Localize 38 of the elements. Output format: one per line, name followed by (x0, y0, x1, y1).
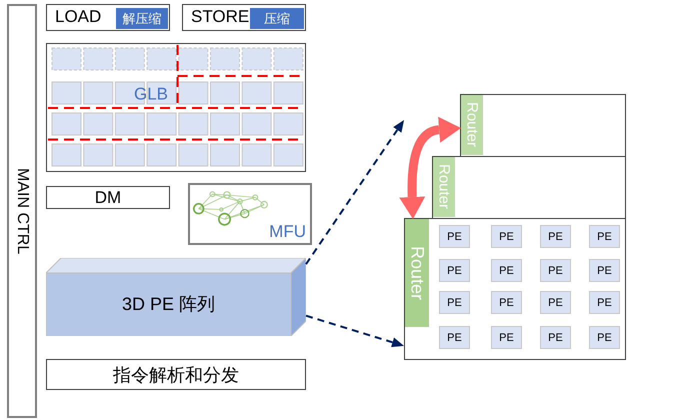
unit-box (46, 4, 170, 31)
block-label: 3D PE 阵列 (122, 294, 216, 314)
codec-badge: 压缩 (250, 8, 304, 29)
thick-double-arrow (399, 116, 461, 219)
pe-tile: PE (439, 259, 470, 282)
pe-tile: PE (439, 291, 470, 314)
pe-tile: PE (540, 225, 571, 248)
unit-label: STORE (191, 8, 250, 27)
pe-tile: PE (589, 259, 620, 282)
pe-tile: PE (439, 326, 470, 349)
layer-panel (432, 156, 626, 218)
module-box: DM (46, 186, 170, 209)
module-label: MFU (269, 223, 306, 242)
unit-label: LOAD (55, 8, 102, 27)
pe-tile: PE (491, 326, 522, 349)
pe-tile: PE (589, 225, 620, 248)
layer-panel (404, 218, 626, 360)
pe-tile: PE (540, 291, 571, 314)
pe-tile: PE (491, 225, 522, 248)
dashed-arrow (306, 314, 404, 348)
unit-box (182, 4, 306, 31)
router-strip: Router (405, 219, 429, 327)
pe-tile: PE (540, 259, 571, 282)
control-bar: MAIN CTRL (7, 4, 37, 418)
dashed-arrow (305, 120, 404, 265)
layer-panel (460, 94, 626, 156)
pe-tile: PE (540, 326, 571, 349)
buffer-label: GLB (134, 86, 168, 104)
codec-badge: 解压缩 (116, 8, 168, 29)
pe-tile: PE (589, 291, 620, 314)
pe-tile: PE (491, 259, 522, 282)
module-box: 指令解析和分发 (46, 359, 306, 390)
router-strip: Router (461, 95, 483, 155)
pe-tile: PE (491, 291, 522, 314)
router-strip: Router (433, 157, 455, 217)
module-box (188, 183, 312, 245)
pe-tile: PE (439, 225, 470, 248)
pe-tile: PE (589, 326, 620, 349)
